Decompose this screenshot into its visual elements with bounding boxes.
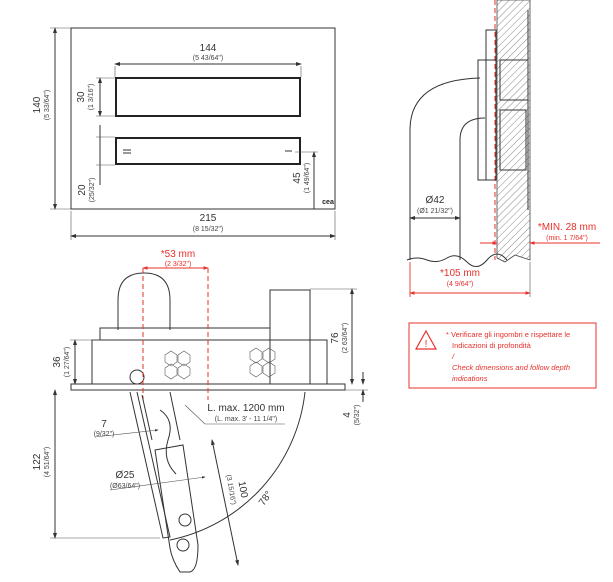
dim-width-in: (8 15/32") [193, 226, 224, 233]
dim-probe-length-in: (3 15/16") [224, 474, 236, 505]
dim-total-height: 76 [330, 332, 341, 344]
dim-probe-length: 100 [236, 480, 250, 499]
warning-separator: / [451, 352, 455, 361]
cea-logo: cea [322, 199, 334, 206]
relay-box [269, 289, 311, 385]
warning-box: ! * Verificare gli ingombri e rispettare… [408, 322, 597, 389]
dim-slot-height-in: (1 3/16") [88, 84, 95, 111]
dim-body-height-in: (1 27/64") [64, 347, 71, 378]
dim-width: 215 [200, 213, 217, 224]
angle-arc [169, 391, 306, 541]
dim-pipe-diameter: Ø42 [426, 195, 445, 206]
dim-height-in: (5 33/64") [44, 90, 51, 121]
dim-offset: *53 mm [161, 249, 195, 260]
dim-pipe-diameter-in: (Ø1 21/32") [417, 208, 453, 215]
dim-probe-diameter: Ø25 [116, 470, 135, 481]
dim-height: 140 [32, 96, 43, 113]
dim-plate-thickness-in: (5/32") [354, 405, 361, 426]
pipe-outer [409, 77, 481, 260]
dim-offset-in: (2 3/32") [165, 261, 192, 268]
side-view: Ø42 (Ø1 21/32") *MIN. 28 mm (min. 1 7/64… [406, 0, 600, 297]
warning-text-en-1: Check dimensions and follow depth [452, 363, 570, 372]
section-view: *53 mm (2 3/32") 36 (1 27/64") 76 (2 63/… [32, 249, 368, 573]
dim-slot-height: 30 [76, 91, 87, 103]
front-view: 144 (5 43/64") 140 (5 33/64") 30 (1 3/16… [32, 27, 336, 240]
bottom-button [115, 137, 301, 165]
probe-bracket [129, 391, 171, 539]
dim-angle: 78° [257, 489, 275, 508]
dim-cable-length-in: (L. max. 3' - 11 1/4") [215, 416, 277, 423]
top-button [115, 77, 301, 117]
device-body [91, 339, 328, 385]
dim-gap: 7 [101, 419, 107, 430]
svg-text:!: ! [425, 339, 428, 350]
dim-bottom-offset-in: (25/32") [89, 178, 96, 203]
dim-gap-in: (9/32") [94, 431, 115, 438]
cable [159, 409, 177, 475]
dim-bottom-offset: 20 [77, 184, 88, 196]
warning-text-en-2: indications [452, 374, 488, 383]
dim-probe-depth-in: (4 51/64") [44, 447, 51, 478]
dim-right-offset: 45 [292, 172, 303, 184]
dim-probe-diameter-in: (Ø63/64") [110, 483, 140, 490]
dim-slot-width: 144 [200, 43, 217, 54]
dim-min-depth: *MIN. 28 mm [538, 222, 596, 233]
dim-cable-length: L. max. 1200 mm [207, 403, 284, 414]
dim-slot-width-in: (5 43/64") [193, 55, 224, 62]
dim-total-height-in: (2 63/64") [342, 323, 349, 354]
warning-icon [414, 329, 438, 350]
dome [117, 272, 171, 330]
dim-depth-in: (4 9/64") [447, 281, 474, 288]
dim-body-height: 36 [52, 356, 63, 368]
dim-plate-thickness: 4 [342, 412, 353, 418]
warning-text-it-2: Indicazioni di profondità [452, 341, 532, 350]
cover-plate [70, 27, 336, 210]
wall-section [496, 0, 531, 263]
pipe-inner [459, 117, 486, 260]
dim-min-depth-in: (min. 1 7/64") [546, 235, 588, 242]
dim-depth: *105 mm [440, 268, 480, 279]
warning-text-it-1: * Verificare gli ingombri e rispettare l… [446, 330, 570, 339]
probe-sensor [154, 444, 199, 573]
dim-right-offset-in: (1 49/64") [304, 163, 311, 194]
dim-probe-depth: 122 [32, 453, 43, 470]
